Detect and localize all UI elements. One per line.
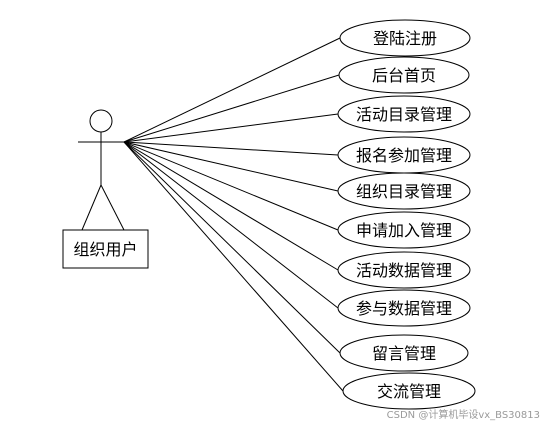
- use-case-ellipse: [337, 172, 471, 210]
- use-case-label: 活动数据管理: [356, 261, 452, 280]
- actor-label-frame: [62, 229, 149, 269]
- association-line: [123, 37, 341, 143]
- association-line: [123, 141, 339, 309]
- use-case: 登陆注册: [339, 19, 471, 57]
- use-case: 参与数据管理: [337, 289, 471, 327]
- actor-label: 组织用户: [73, 240, 137, 259]
- use-case-label: 活动目录管理: [356, 105, 452, 124]
- actor-right-leg: [100, 184, 125, 231]
- use-case-ellipse: [337, 251, 471, 289]
- use-case-label: 参与数据管理: [356, 299, 452, 318]
- use-case: 后台首页: [338, 56, 470, 94]
- use-case-label: 登陆注册: [373, 29, 437, 48]
- watermark: CSDN @计算机毕设vx_BS30813: [387, 408, 540, 421]
- use-case-label: 组织目录管理: [356, 182, 452, 201]
- actor-label-box: 组织用户: [62, 229, 149, 269]
- association-line: [123, 141, 339, 192]
- actor-left-leg: [81, 184, 102, 231]
- use-case-label: 后台首页: [372, 66, 436, 85]
- association-line: [123, 113, 339, 143]
- use-case: 报名参加管理: [337, 136, 471, 174]
- use-case: 交流管理: [342, 372, 476, 410]
- association-line: [123, 141, 339, 271]
- use-case-ellipse: [342, 372, 476, 410]
- use-case-ellipse: [337, 211, 471, 249]
- use-case-ellipse: [339, 334, 469, 372]
- actor-figure: [78, 109, 125, 231]
- use-case: 活动目录管理: [337, 95, 471, 133]
- association-line: [123, 141, 341, 354]
- use-case-ellipse: [338, 56, 470, 94]
- use-case-ellipse: [339, 19, 471, 57]
- association-line: [123, 141, 339, 231]
- use-case-label: 交流管理: [377, 382, 441, 401]
- association-line: [123, 141, 339, 156]
- use-case-ellipse: [337, 289, 471, 327]
- association-line: [123, 74, 340, 143]
- use-case: 活动数据管理: [337, 251, 471, 289]
- use-case-label: 报名参加管理: [356, 146, 452, 165]
- association-lines: [123, 37, 344, 392]
- association-line: [123, 141, 344, 392]
- use-case-label: 申请加入管理: [356, 221, 452, 240]
- use-case-label: 留言管理: [372, 344, 436, 363]
- use-case: 留言管理: [339, 334, 469, 372]
- use-case-group: 登陆注册后台首页活动目录管理报名参加管理组织目录管理申请加入管理活动数据管理参与…: [337, 19, 476, 410]
- use-case: 申请加入管理: [337, 211, 471, 249]
- actor-head: [89, 109, 113, 133]
- use-case: 组织目录管理: [337, 172, 471, 210]
- use-case-ellipse: [337, 95, 471, 133]
